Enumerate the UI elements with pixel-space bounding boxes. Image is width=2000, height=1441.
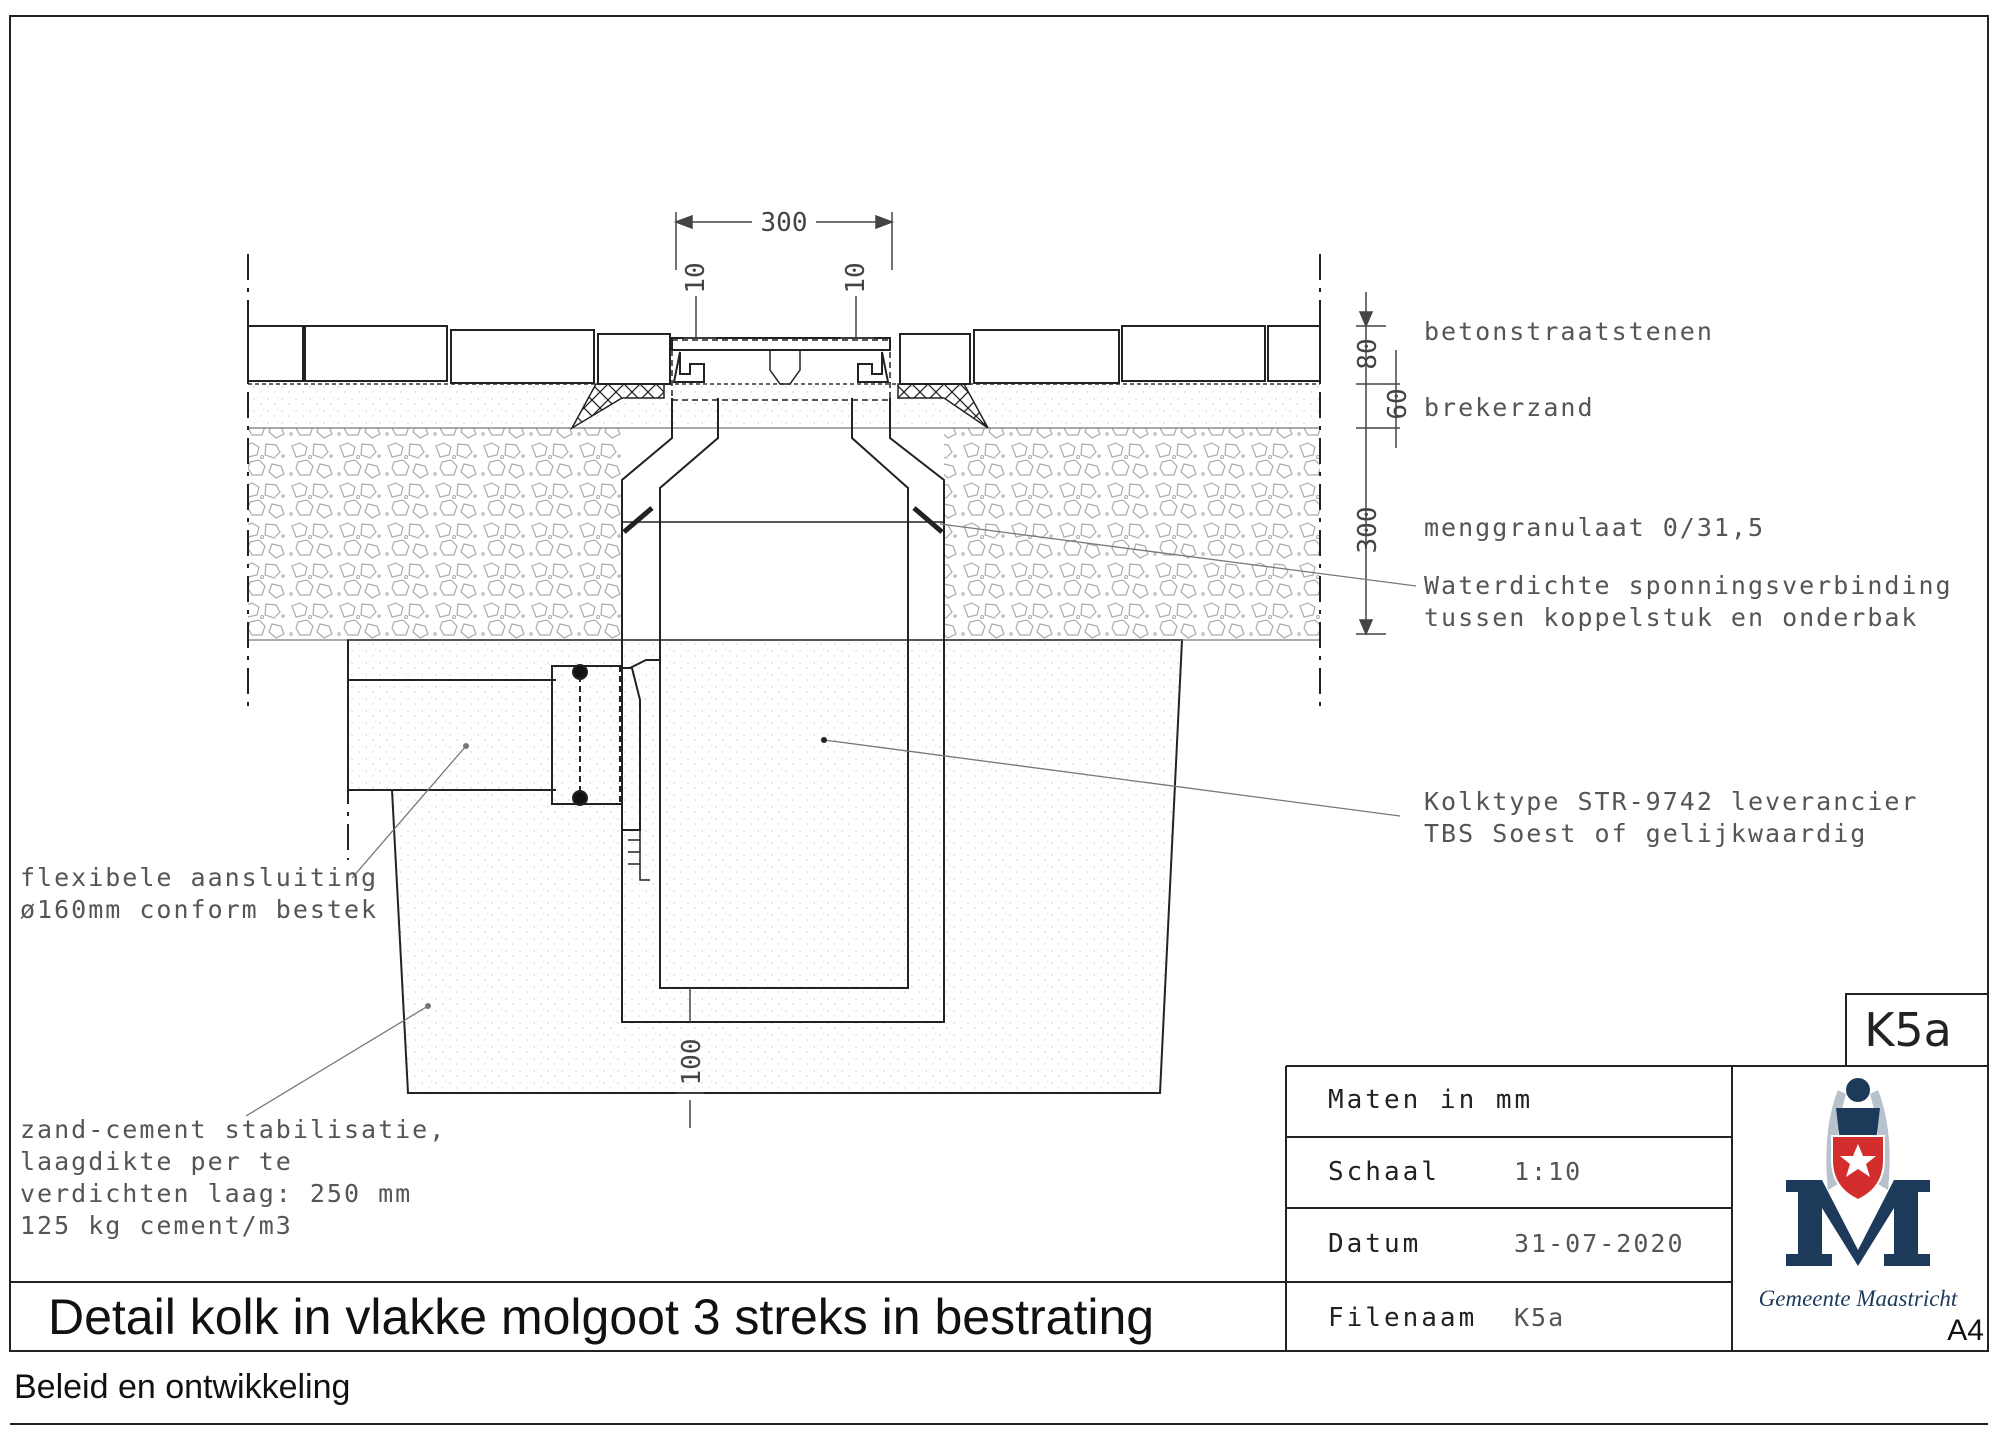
label-seal-2: tussen koppelstuk en onderbak [1424, 603, 1919, 632]
units-label: Maten in mm [1328, 1085, 1533, 1115]
label-stab-3: verdichten laag: 250 mm [20, 1179, 412, 1208]
dim-paving: 80 [1353, 338, 1383, 369]
label-granulate: menggranulaat 0/31,5 [1424, 513, 1765, 542]
label-connection-1: flexibele aansluiting [20, 863, 378, 892]
dim-gap-right: 10 [841, 262, 871, 293]
label-stab-2: laagdikte per te [20, 1147, 293, 1176]
label-seal-1: Waterdichte sponningsverbinding [1424, 571, 1953, 600]
stabilisation-body [347, 639, 1184, 1094]
paper-size: A4 [1947, 1314, 1984, 1347]
drawing-title: Detail kolk in vlakke molgoot 3 streks i… [48, 1289, 1154, 1345]
label-sand: brekerzand [1424, 393, 1595, 422]
granulate-layer [248, 428, 622, 640]
label-paving: betonstraatstenen [1424, 317, 1714, 346]
soil-layers [248, 383, 1320, 1094]
grating [570, 337, 989, 431]
municipality-logo [1786, 1078, 1930, 1266]
dimensions [673, 212, 1400, 1128]
dim-bottom: 100 [677, 1039, 707, 1086]
filename-label: Filenaam [1328, 1303, 1477, 1333]
title-block [10, 993, 1989, 1351]
side-connection [347, 640, 661, 881]
date-label: Datum [1328, 1229, 1421, 1259]
dim-gap-left: 10 [681, 262, 711, 293]
granulate-layer-right [944, 428, 1320, 640]
filename-value: K5a [1514, 1303, 1565, 1332]
dim-width-top: 300 [761, 208, 808, 238]
dim-granulate: 300 [1353, 507, 1383, 554]
logo-name: Gemeente Maastricht [1759, 1286, 1958, 1311]
drawing-code: K5a [1864, 1003, 1952, 1057]
date-value: 31-07-2020 [1514, 1229, 1685, 1258]
dim-sand: 60 [1383, 388, 1413, 419]
leader-lines [245, 523, 1417, 1117]
department: Beleid en ontwikkeling [14, 1368, 350, 1406]
gully-body [621, 398, 945, 1023]
sand-layer [248, 384, 1320, 428]
scale-value: 1:10 [1514, 1157, 1582, 1186]
label-gully-1: Kolktype STR-9742 leverancier [1424, 787, 1919, 816]
label-connection-2: ø160mm conform bestek [20, 895, 378, 924]
paving-stones [247, 325, 1321, 385]
drawing-frame [9, 15, 1989, 1352]
label-gully-2: TBS Soest of gelijkwaardig [1424, 819, 1867, 848]
label-stab-1: zand-cement stabilisatie, [20, 1115, 446, 1144]
scale-label: Schaal [1328, 1157, 1440, 1187]
label-stab-4: 125 kg cement/m3 [20, 1211, 293, 1240]
